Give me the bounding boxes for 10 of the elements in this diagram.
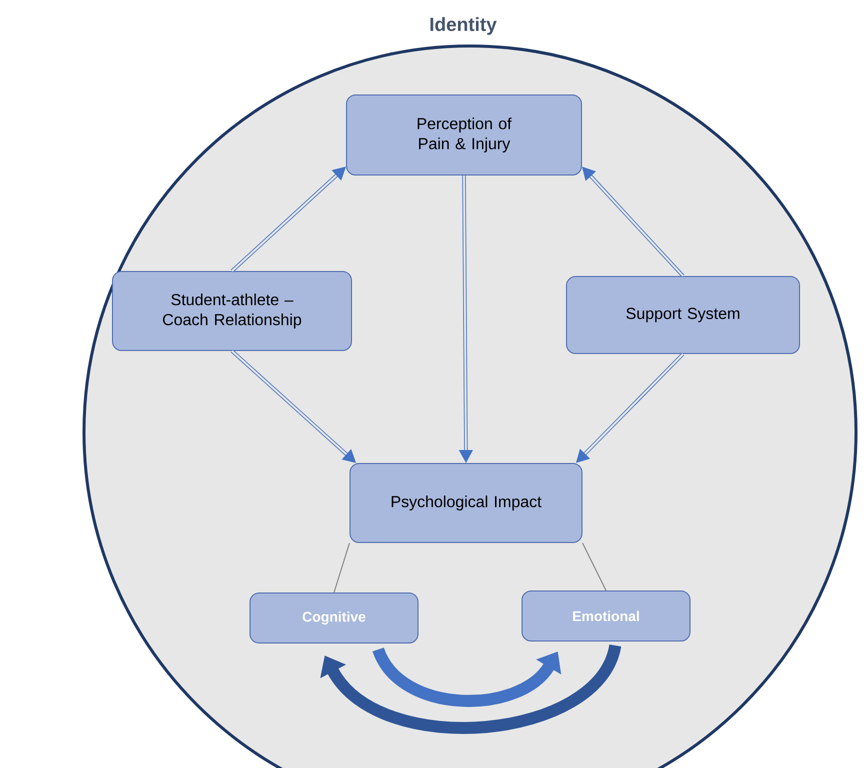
arrow (582, 166, 684, 278)
process-box: Student-athlete – Coach Relationship (112, 271, 352, 351)
process-box: Perception of Pain & Injury (346, 94, 582, 176)
title: Identity (430, 17, 497, 35)
process-box: Support System (566, 276, 800, 354)
arrow (230, 166, 346, 272)
outcome-box: Emotional (522, 590, 690, 642)
outcome-box: Cognitive (250, 592, 418, 644)
arrow (320, 644, 621, 734)
process-box: Psychological Impact (350, 463, 582, 543)
